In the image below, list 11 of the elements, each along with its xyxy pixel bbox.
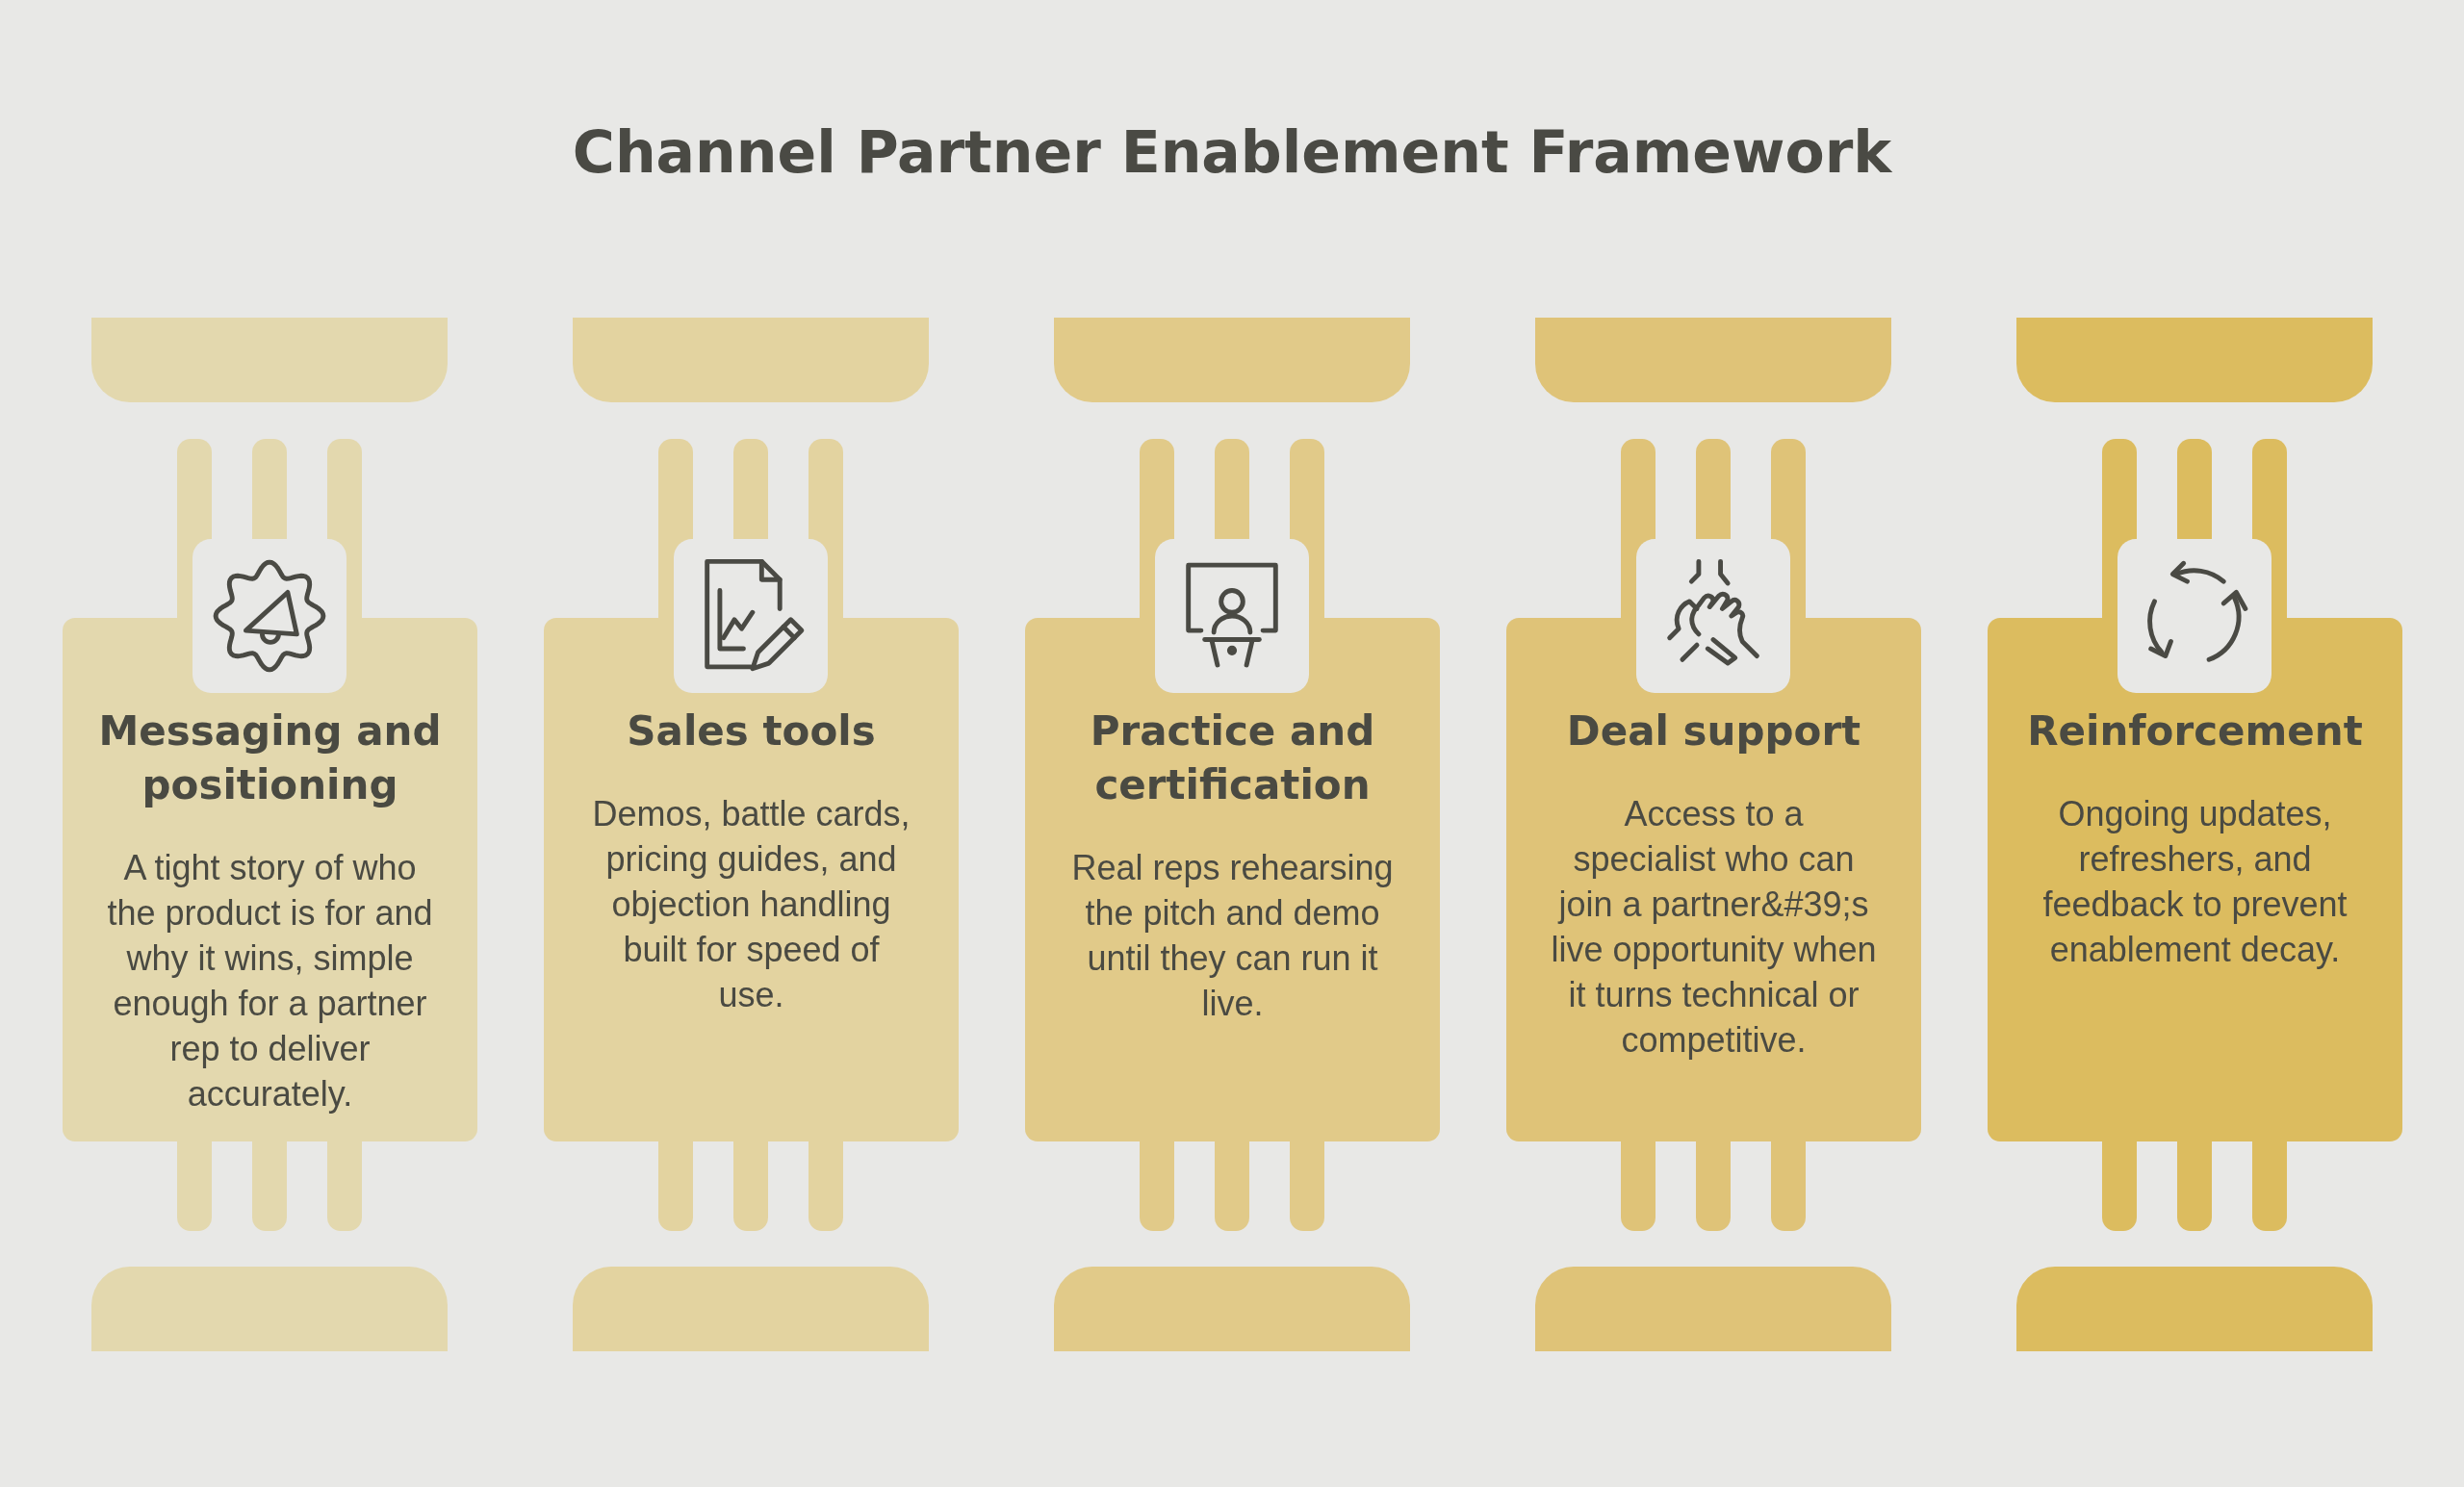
pillar-description: Ongoing updates, refreshers, and feedback to prevent enablement decay. (2041, 793, 2348, 971)
pillar-description: Real reps rehearsing the pitch and demo until they can run it live. (1070, 847, 1395, 1025)
pillar-heading: Practice and certification (1089, 706, 1376, 810)
pillar-heading: Deal support (1565, 706, 1862, 756)
pillar-heading: Reinforcement (2026, 706, 2364, 756)
pillar-heading: Sales tools (626, 706, 877, 756)
pillar-heading: Messaging and positioning (97, 706, 443, 810)
pillar-description: Demos, battle cards, pricing guides, and objection handling built for speed of use. (591, 793, 911, 1016)
pillar-description: A tight story of who the product is for and why it wins, simple enough for a partner rep to deliver accurately. (106, 847, 434, 1115)
pillar-description: Access to a specialist who can join a partner&#39;s live opportunity when it turns technical or competitive. (1550, 793, 1878, 1062)
diagram-title: Channel Partner Enablement Framework (571, 117, 1893, 188)
